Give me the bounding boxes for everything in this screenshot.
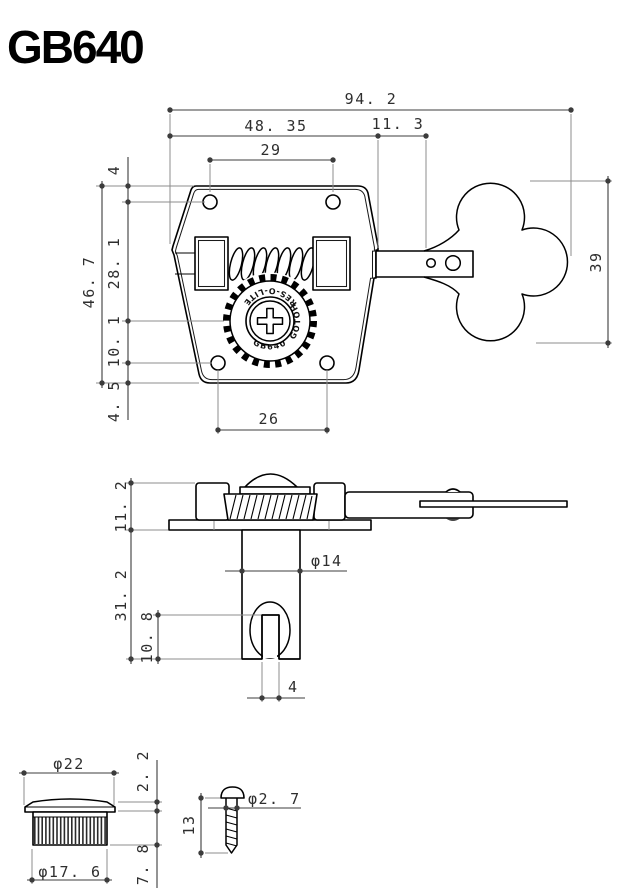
worm-shaft-stub bbox=[175, 252, 195, 275]
key-blade-edge bbox=[419, 500, 568, 508]
screw-view: 13 φ2. 7 bbox=[180, 786, 301, 858]
dim-holes-to-bottom-edge: 4. 5 bbox=[105, 380, 123, 422]
dim-slot-width: 4 bbox=[288, 678, 299, 696]
dimension-dots bbox=[99, 107, 611, 433]
bushing-flange bbox=[24, 798, 116, 813]
clover-key bbox=[423, 182, 569, 342]
side-view-dimensions: 11. 2 31. 2 10. 8 φ14 4 bbox=[112, 478, 347, 702]
gear-dome bbox=[244, 473, 298, 488]
gear-wheel: RES-O-LITE GOTOH GB640 bbox=[221, 272, 319, 370]
left-post bbox=[195, 482, 230, 521]
dim-body-diameter: φ17. 6 bbox=[38, 863, 101, 881]
key-shaft-bar bbox=[375, 250, 474, 278]
mounting-hole-top-right bbox=[325, 194, 341, 210]
dim-shaft-exposed: 11. 3 bbox=[372, 115, 425, 133]
dim-gear-to-holes: 10. 1 bbox=[105, 315, 123, 368]
page-title: GB640 bbox=[7, 21, 143, 73]
worm-posts bbox=[194, 236, 351, 291]
dim-body-height: 7. 8 bbox=[134, 843, 152, 885]
phillips-screw-icon bbox=[256, 307, 284, 335]
mounting-hole-top-left bbox=[202, 194, 218, 210]
bushing-dimensions: φ22 φ17. 6 2. 2 7. 8 bbox=[19, 750, 162, 888]
dim-thread-diameter: φ2. 7 bbox=[248, 790, 301, 808]
key-pin-hole bbox=[425, 257, 437, 269]
dim-key-height: 39 bbox=[587, 251, 605, 272]
side-view: 11. 2 31. 2 10. 8 φ14 4 bbox=[112, 473, 568, 702]
screw-dimensions: 13 φ2. 7 bbox=[180, 790, 301, 858]
dim-slot-depth: 10. 8 bbox=[138, 611, 156, 664]
dim-shaft-diameter: φ14 bbox=[311, 552, 343, 570]
dim-screw-length: 13 bbox=[180, 814, 198, 835]
dim-bottom-hole-spacing: 26 bbox=[258, 410, 279, 428]
shaft-pin-top bbox=[445, 488, 461, 493]
gear-body bbox=[223, 493, 318, 521]
shaft-pin-bottom bbox=[446, 518, 460, 521]
plate-edge bbox=[168, 519, 372, 531]
screw-threads bbox=[225, 807, 238, 847]
bushing-view: φ22 φ17. 6 2. 2 7. 8 bbox=[19, 750, 162, 888]
mounting-hole-bottom-left bbox=[210, 355, 226, 371]
gear-top-band bbox=[239, 486, 311, 495]
front-view: RES-O-LITE GOTOH GB640 94. 2 48. 35 bbox=[80, 90, 612, 434]
dim-holes-to-gear: 28. 1 bbox=[105, 237, 123, 290]
dim-flange-diameter: φ22 bbox=[53, 755, 85, 773]
dim-overall-width: 94. 2 bbox=[345, 90, 398, 108]
string-slot bbox=[242, 614, 300, 660]
right-post bbox=[313, 482, 346, 521]
dim-top-hole-spacing: 29 bbox=[260, 141, 281, 159]
screw-head bbox=[220, 786, 245, 799]
dim-flange-height: 2. 2 bbox=[134, 750, 152, 792]
dim-plate-height: 46. 7 bbox=[80, 256, 98, 309]
plate-hole-ticks bbox=[213, 520, 330, 530]
dim-top-edge-to-holes: 4 bbox=[105, 165, 123, 176]
front-view-dimensions: 94. 2 48. 35 11. 3 29 4 46. 7 28. 1 10. … bbox=[80, 90, 612, 434]
dim-length-below-plate: 31. 2 bbox=[112, 569, 130, 622]
gear-teeth-hatch bbox=[229, 494, 313, 520]
key-rivet bbox=[444, 254, 462, 272]
dim-plate-to-key: 48. 35 bbox=[244, 117, 307, 135]
gear-teeth bbox=[223, 274, 317, 368]
dim-height-above-plate: 11. 2 bbox=[112, 480, 130, 533]
mounting-hole-bottom-right bbox=[319, 355, 335, 371]
